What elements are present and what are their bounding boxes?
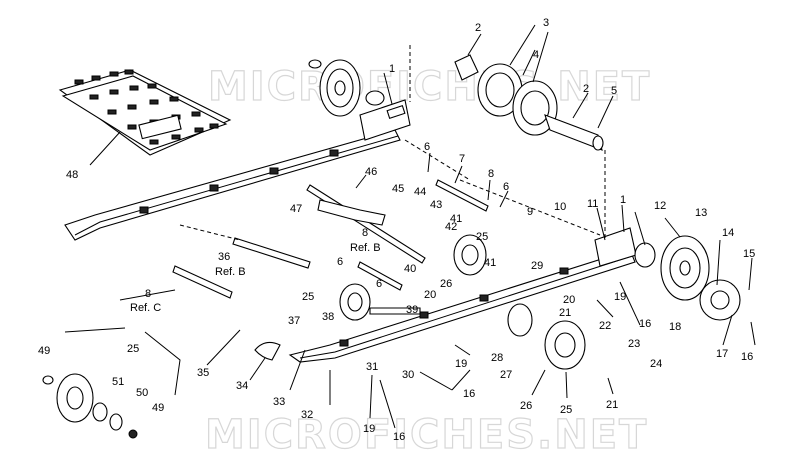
callout-18: 18	[669, 321, 681, 333]
callout-9: 9	[527, 206, 533, 218]
callout-22: 22	[599, 320, 611, 332]
callout-labels: 1 2 3 4 2 5 48 6 7 46 8 6 45 44 43 41 47…	[38, 17, 755, 443]
callout-25d: 25	[560, 404, 572, 416]
callout-1b: 1	[620, 194, 626, 206]
callout-44: 44	[414, 186, 426, 198]
callout-ref-b-1: Ref. B	[350, 242, 381, 254]
left-rail	[64, 99, 411, 241]
callout-19c: 19	[363, 423, 375, 435]
callout-14: 14	[722, 227, 734, 239]
callout-15: 15	[743, 248, 755, 260]
watermark-top: MICROFICHES.NET	[208, 64, 651, 110]
callout-25a: 25	[476, 231, 488, 243]
callout-50: 50	[136, 387, 148, 399]
callout-32: 32	[301, 409, 313, 421]
watermark-bottom: MICROFICHES.NET	[205, 412, 648, 458]
callout-16d: 16	[393, 431, 405, 443]
callout-35: 35	[197, 367, 209, 379]
middle-wheels	[339, 234, 586, 370]
callout-25b: 25	[302, 291, 314, 303]
callout-6c: 6	[337, 256, 343, 268]
callout-41b: 41	[484, 257, 496, 269]
callout-21b: 21	[606, 399, 618, 411]
callout-ref-c: Ref. C	[130, 302, 161, 314]
wear-strip-48	[58, 69, 232, 156]
callout-3: 3	[543, 17, 549, 29]
callout-30: 30	[402, 369, 414, 381]
rear-wheels-axle	[308, 54, 604, 151]
callout-7: 7	[459, 153, 465, 165]
callout-31: 31	[366, 361, 378, 373]
bracket-34	[254, 341, 281, 361]
callout-1a: 1	[389, 63, 395, 75]
callout-46: 46	[365, 166, 377, 178]
callout-28: 28	[491, 352, 503, 364]
callout-41a: 41	[450, 213, 462, 225]
callout-16b: 16	[741, 351, 753, 363]
callout-20a: 20	[424, 289, 436, 301]
callout-5: 5	[611, 85, 617, 97]
callout-lines	[89, 24, 756, 429]
callout-10: 10	[554, 201, 566, 213]
callout-19a: 19	[614, 291, 626, 303]
callout-49a: 49	[38, 345, 50, 357]
callout-26b: 26	[520, 400, 532, 412]
callout-38: 38	[322, 311, 334, 323]
callout-12: 12	[654, 200, 666, 212]
detail-wheel-25	[42, 327, 181, 439]
callout-36: 36	[218, 251, 230, 263]
callout-13: 13	[695, 207, 707, 219]
callout-42: 42	[445, 221, 457, 233]
callout-6a: 6	[424, 141, 430, 153]
callout-39: 39	[406, 304, 418, 316]
callout-29: 29	[531, 260, 543, 272]
callout-37: 37	[288, 315, 300, 327]
callout-17: 17	[716, 348, 728, 360]
callout-2b: 2	[583, 83, 589, 95]
cross-shafts	[172, 179, 489, 315]
callout-51: 51	[112, 376, 124, 388]
callout-8c: 8	[145, 288, 151, 300]
callout-25c: 25	[127, 343, 139, 355]
callout-8b: 8	[362, 227, 368, 239]
callout-6b: 6	[503, 181, 509, 193]
callout-48: 48	[66, 169, 78, 181]
front-wheels	[634, 235, 741, 321]
callout-43: 43	[430, 199, 442, 211]
callout-11: 11	[587, 198, 598, 210]
callout-8a: 8	[488, 168, 494, 180]
callout-23: 23	[628, 338, 640, 350]
callout-16c: 16	[463, 388, 475, 400]
callout-6d: 6	[376, 278, 382, 290]
callout-2a: 2	[475, 22, 481, 34]
callout-20b: 20	[563, 294, 575, 306]
callout-4: 4	[533, 49, 539, 61]
callout-16a: 16	[639, 318, 651, 330]
callout-33: 33	[273, 396, 285, 408]
callout-19b: 19	[455, 358, 467, 370]
callout-47: 47	[290, 203, 302, 215]
callout-26a: 26	[440, 278, 452, 290]
callout-21a: 21	[559, 307, 571, 319]
callout-49b: 49	[152, 402, 164, 414]
callout-40: 40	[404, 263, 416, 275]
callout-45: 45	[392, 183, 404, 195]
callout-27: 27	[500, 369, 512, 381]
callout-34: 34	[236, 380, 248, 392]
callout-24: 24	[650, 358, 662, 370]
callout-ref-b-2: Ref. B	[215, 266, 246, 278]
